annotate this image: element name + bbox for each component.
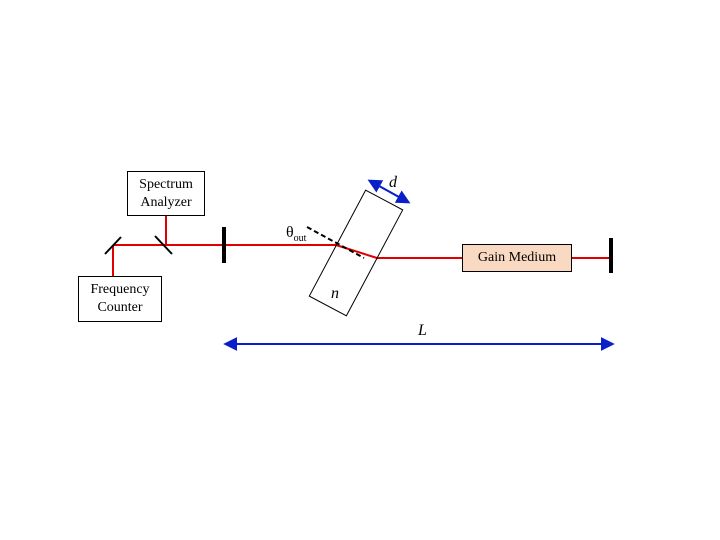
gain-medium-box: Gain Medium: [462, 244, 572, 272]
beam-splitter-left: [104, 236, 122, 255]
refractive-index-label: n: [331, 285, 339, 302]
optics: [104, 227, 613, 273]
beam-splitter-right: [154, 235, 173, 255]
etalon-thickness-label: d: [389, 174, 397, 191]
cavity-length-label: L: [418, 322, 427, 339]
etalon-plate: [308, 189, 404, 317]
spectrum-analyzer-box: Spectrum Analyzer: [127, 171, 205, 216]
surface-normal-dashed: [306, 226, 365, 259]
output-angle-label: θout: [286, 224, 306, 244]
thickness-arrow: [367, 179, 411, 204]
theta-symbol: θ: [286, 224, 294, 241]
etalon: [308, 189, 404, 317]
theta-subscript: out: [293, 233, 307, 245]
frequency-counter-box: Frequency Counter: [78, 276, 162, 322]
